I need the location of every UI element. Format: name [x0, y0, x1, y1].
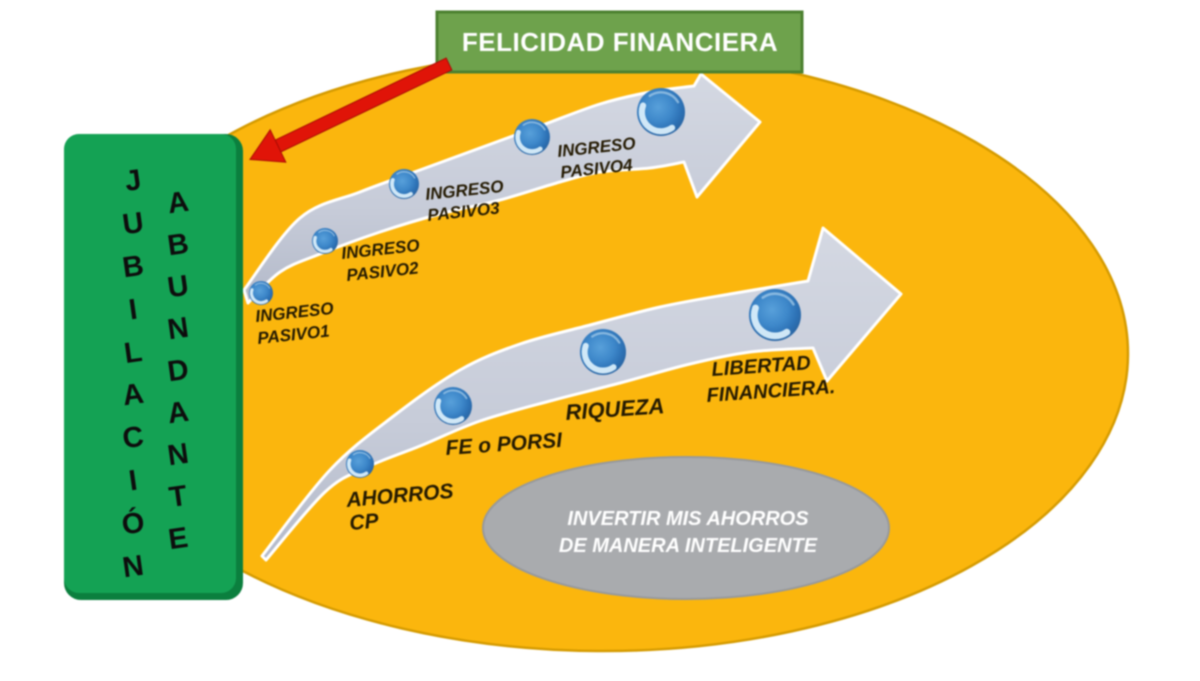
svg-text:A: A [121, 378, 146, 413]
svg-text:FELICIDAD FINANCIERA: FELICIDAD FINANCIERA [462, 27, 778, 57]
svg-text:INVERTIR MIS AHORROS: INVERTIR MIS AHORROS [567, 508, 809, 530]
svg-text:D: D [166, 354, 191, 389]
svg-text:A: A [166, 396, 191, 431]
svg-text:N: N [166, 438, 191, 473]
svg-text:B: B [166, 228, 191, 263]
svg-text:B: B [121, 250, 146, 285]
svg-text:N: N [121, 550, 146, 585]
svg-text:CP: CP [348, 509, 380, 535]
svg-text:E: E [166, 522, 190, 556]
svg-text:C: C [121, 421, 146, 456]
svg-text:T: T [167, 480, 189, 514]
svg-text:L: L [122, 336, 144, 370]
svg-text:U: U [121, 207, 146, 242]
svg-text:Ó: Ó [119, 505, 146, 542]
svg-text:N: N [166, 312, 191, 347]
svg-text:J: J [123, 164, 143, 198]
svg-text:DE MANERA INTELIGENTE: DE MANERA INTELIGENTE [559, 535, 818, 557]
svg-text:A: A [166, 186, 191, 221]
svg-text:U: U [166, 270, 191, 305]
